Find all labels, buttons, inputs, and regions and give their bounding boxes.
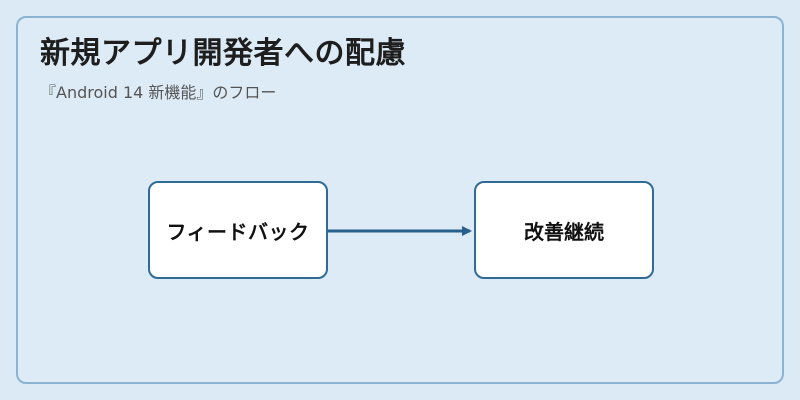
diagram-subtitle: 『Android 14 新機能』のフロー: [40, 83, 277, 102]
diagram-title: 新規アプリ開発者への配慮: [40, 36, 406, 71]
node-feedback: フィードバック: [148, 181, 328, 279]
diagram-panel: [16, 16, 784, 384]
node-improve: 改善継続: [474, 181, 654, 279]
